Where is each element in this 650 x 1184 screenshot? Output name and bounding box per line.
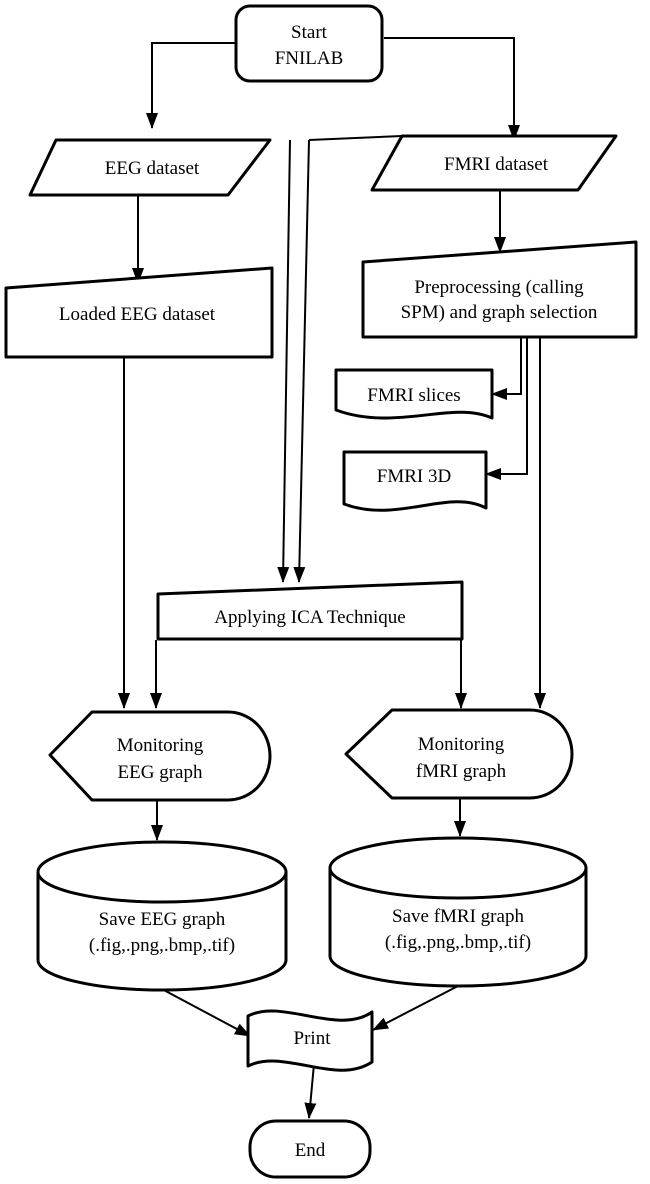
- fmri-slices-node: FMRI slices: [334, 368, 494, 420]
- save-fmri-line1: Save fMRI graph: [392, 906, 524, 927]
- save-eeg-node: Save EEG graph (.fig,.png,.bmp,.tif): [36, 840, 288, 992]
- arrow-start-to-eeg: [146, 42, 236, 129]
- save-fmri-node: Save fMRI graph (.fig,.png,.bmp,.tif): [328, 836, 588, 988]
- preprocessing-line2: SPM) and graph selection: [401, 302, 598, 323]
- preprocessing-line1: Preprocessing (calling: [414, 277, 584, 298]
- monitor-eeg-line2: EEG graph: [118, 762, 203, 783]
- eeg-dataset-label: EEG dataset: [105, 158, 200, 179]
- start-line1: Start: [291, 22, 328, 43]
- loaded-eeg-node: Loaded EEG dataset: [4, 266, 274, 359]
- connector-top-branch: [308, 135, 403, 141]
- arrow-pre-to-slices: [491, 338, 522, 400]
- monitor-fmri-line2: fMRI graph: [416, 761, 507, 782]
- arrow-save-fmri-to-print: [372, 985, 459, 1031]
- arrow-print-to-end: [304, 1063, 317, 1119]
- save-fmri-line2: (.fig,.png,.bmp,.tif): [385, 932, 531, 953]
- preprocessing-node: Preprocessing (calling SPM) and graph se…: [361, 240, 638, 339]
- arrow-start-to-fmri: [384, 37, 520, 141]
- save-eeg-line1: Save EEG graph: [99, 909, 226, 930]
- ica-label: Applying ICA Technique: [214, 607, 405, 628]
- fmri-3d-label: FMRI 3D: [377, 466, 451, 487]
- print-label: Print: [294, 1028, 332, 1049]
- monitor-fmri-node: Monitoring fMRI graph: [344, 708, 574, 800]
- connectors: [118, 37, 546, 1119]
- ica-node: Applying ICA Technique: [156, 580, 464, 641]
- fmri-3d-node: FMRI 3D: [342, 450, 488, 512]
- save-eeg-line2: (.fig,.png,.bmp,.tif): [89, 935, 235, 956]
- arrow-eeg-to-ica: [277, 139, 291, 583]
- monitor-eeg-node: Monitoring EEG graph: [48, 710, 272, 802]
- start-line2: FNILAB: [275, 48, 344, 69]
- arrow-save-eeg-to-print: [159, 987, 251, 1037]
- end-node: End: [248, 1119, 372, 1179]
- monitor-eeg-line1: Monitoring: [117, 735, 204, 756]
- end-label: End: [295, 1140, 326, 1161]
- monitor-fmri-line1: Monitoring: [418, 734, 505, 755]
- loaded-eeg-label: Loaded EEG dataset: [59, 304, 216, 325]
- fmri-dataset-node: FMRI dataset: [370, 134, 618, 192]
- fmri-slices-label: FMRI slices: [367, 385, 460, 406]
- fmri-dataset-label: FMRI dataset: [444, 154, 549, 175]
- arrow-pre-to-3d: [485, 338, 528, 480]
- start-node: Start FNILAB: [234, 4, 384, 83]
- print-node: Print: [246, 1009, 374, 1072]
- arrow-fmri-to-ica: [293, 139, 310, 583]
- eeg-dataset-node: EEG dataset: [28, 138, 272, 197]
